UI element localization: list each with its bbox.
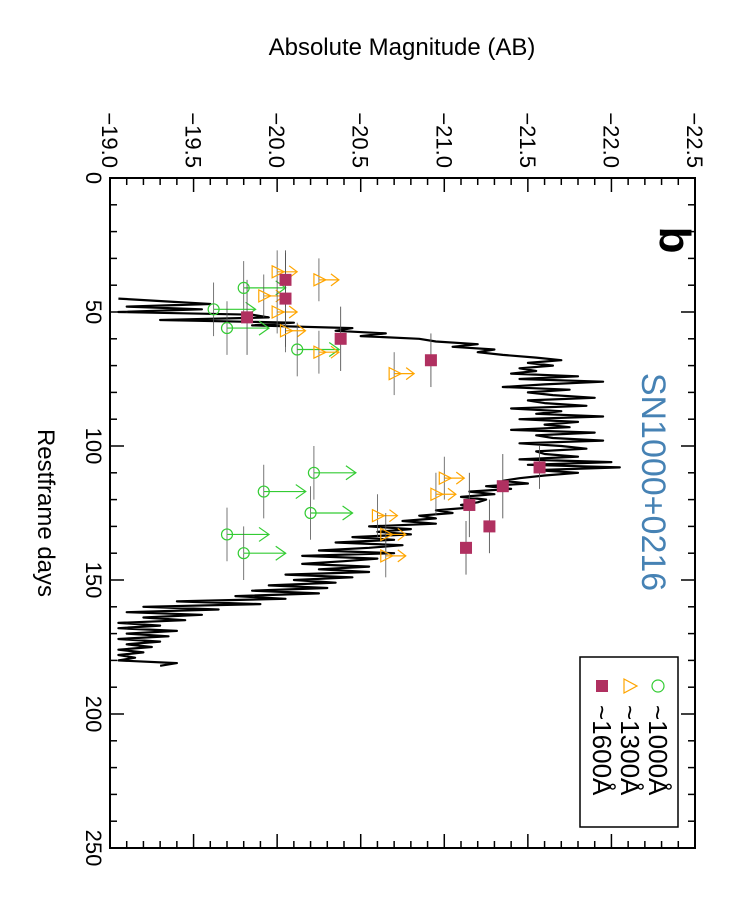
y-tick-label: −20.0	[264, 112, 289, 168]
marker-1000	[237, 281, 250, 294]
marker-1000	[207, 303, 220, 316]
marker-layer	[207, 264, 546, 563]
marker-1300	[380, 527, 395, 542]
marker-1600	[334, 332, 347, 345]
limit-arrowhead	[397, 549, 407, 563]
x-axis-tick-labels: 0 50 100 150 200 250	[81, 172, 106, 866]
marker-1600	[460, 541, 473, 554]
x-axis-ticks	[110, 177, 695, 849]
limit-arrowhead	[258, 320, 271, 336]
marker-1300	[271, 264, 286, 279]
limit-arrowhead	[330, 345, 340, 359]
limit-arrowhead	[275, 545, 287, 561]
marker-1300	[313, 272, 328, 287]
marker-1000	[220, 321, 234, 335]
limit-arrowhead	[328, 342, 341, 358]
limit-arrowhead	[258, 526, 271, 542]
legend: ~1000Å~1300Å~1600Å	[579, 656, 679, 828]
y-tick-label: −22.0	[598, 112, 623, 168]
marker-1000	[220, 528, 234, 541]
limit-arrowhead	[405, 367, 416, 381]
limit-arrowhead	[389, 509, 399, 523]
x-tick-label: 100	[81, 428, 106, 465]
y-axis-tick-labels: −19.0 −19.5 −20.0 −20.5 −21.0 −21.5 −22.0 −22.5	[97, 112, 707, 168]
marker-1600	[533, 461, 546, 474]
limit-arrowhead	[288, 265, 299, 279]
legend-label: ~1000Å	[643, 705, 673, 796]
marker-1600	[424, 354, 437, 367]
marker-1000	[237, 547, 250, 560]
object-name-label: SN1000+0216	[634, 373, 672, 591]
marker-1000	[291, 343, 304, 356]
x-tick-label: 0	[81, 172, 106, 184]
errorbar-layer	[213, 250, 541, 580]
marker-1000	[257, 485, 270, 498]
marker-1300	[371, 508, 386, 523]
plot-frame	[109, 177, 696, 849]
marker-1600	[483, 520, 496, 533]
x-tick-label: 150	[81, 562, 106, 599]
limit-arrowhead	[342, 505, 354, 521]
limit-arrowhead	[297, 324, 307, 338]
model-curve-layer	[117, 297, 621, 667]
x-tick-label: 50	[81, 300, 106, 324]
y-tick-label: −21.0	[431, 112, 456, 168]
marker-1300	[313, 345, 328, 360]
limit-arrowhead	[447, 487, 457, 501]
marker-1600	[463, 498, 476, 511]
y-axis-label: Absolute Magnitude (AB)	[269, 34, 536, 61]
limit-arrowhead	[455, 471, 466, 485]
limit-arrowhead	[288, 305, 299, 319]
y-tick-label: −19.0	[97, 112, 122, 168]
x-tick-label: 200	[81, 696, 106, 733]
marker-1300	[438, 471, 453, 486]
marker-1600	[496, 480, 509, 493]
y-tick-label: −22.5	[682, 112, 707, 168]
x-axis-label: Restframe days	[32, 429, 59, 597]
marker-1300	[271, 305, 286, 319]
marker-1600	[279, 273, 292, 286]
panel-label: b	[650, 227, 699, 254]
marker-1000	[304, 506, 317, 520]
marker-1300	[279, 323, 294, 338]
limit-arrowhead	[397, 527, 407, 541]
y-axis-ticks	[109, 178, 696, 848]
limit-arrowhead	[295, 484, 307, 500]
marker-1300	[388, 366, 403, 381]
marker-1600	[241, 311, 254, 324]
legend-marker-1600	[596, 680, 608, 692]
marker-1300	[380, 548, 395, 563]
marker-1000	[307, 466, 321, 479]
marker-1300	[430, 487, 445, 502]
legend-marker-1000	[651, 679, 665, 693]
x-tick-label: 250	[81, 830, 106, 867]
marker-1600	[279, 292, 292, 305]
y-tick-label: −20.5	[348, 112, 373, 168]
model-curve	[117, 297, 621, 667]
marker-1300	[258, 288, 273, 303]
y-tick-label: −19.5	[181, 112, 206, 168]
limit-arrowhead	[330, 273, 340, 287]
legend-label: ~1600Å	[587, 705, 617, 796]
legend-marker-1300	[623, 677, 639, 695]
legend-label: ~1300Å	[615, 705, 645, 796]
y-tick-label: −21.5	[515, 112, 540, 168]
limit-arrowhead	[345, 465, 357, 481]
